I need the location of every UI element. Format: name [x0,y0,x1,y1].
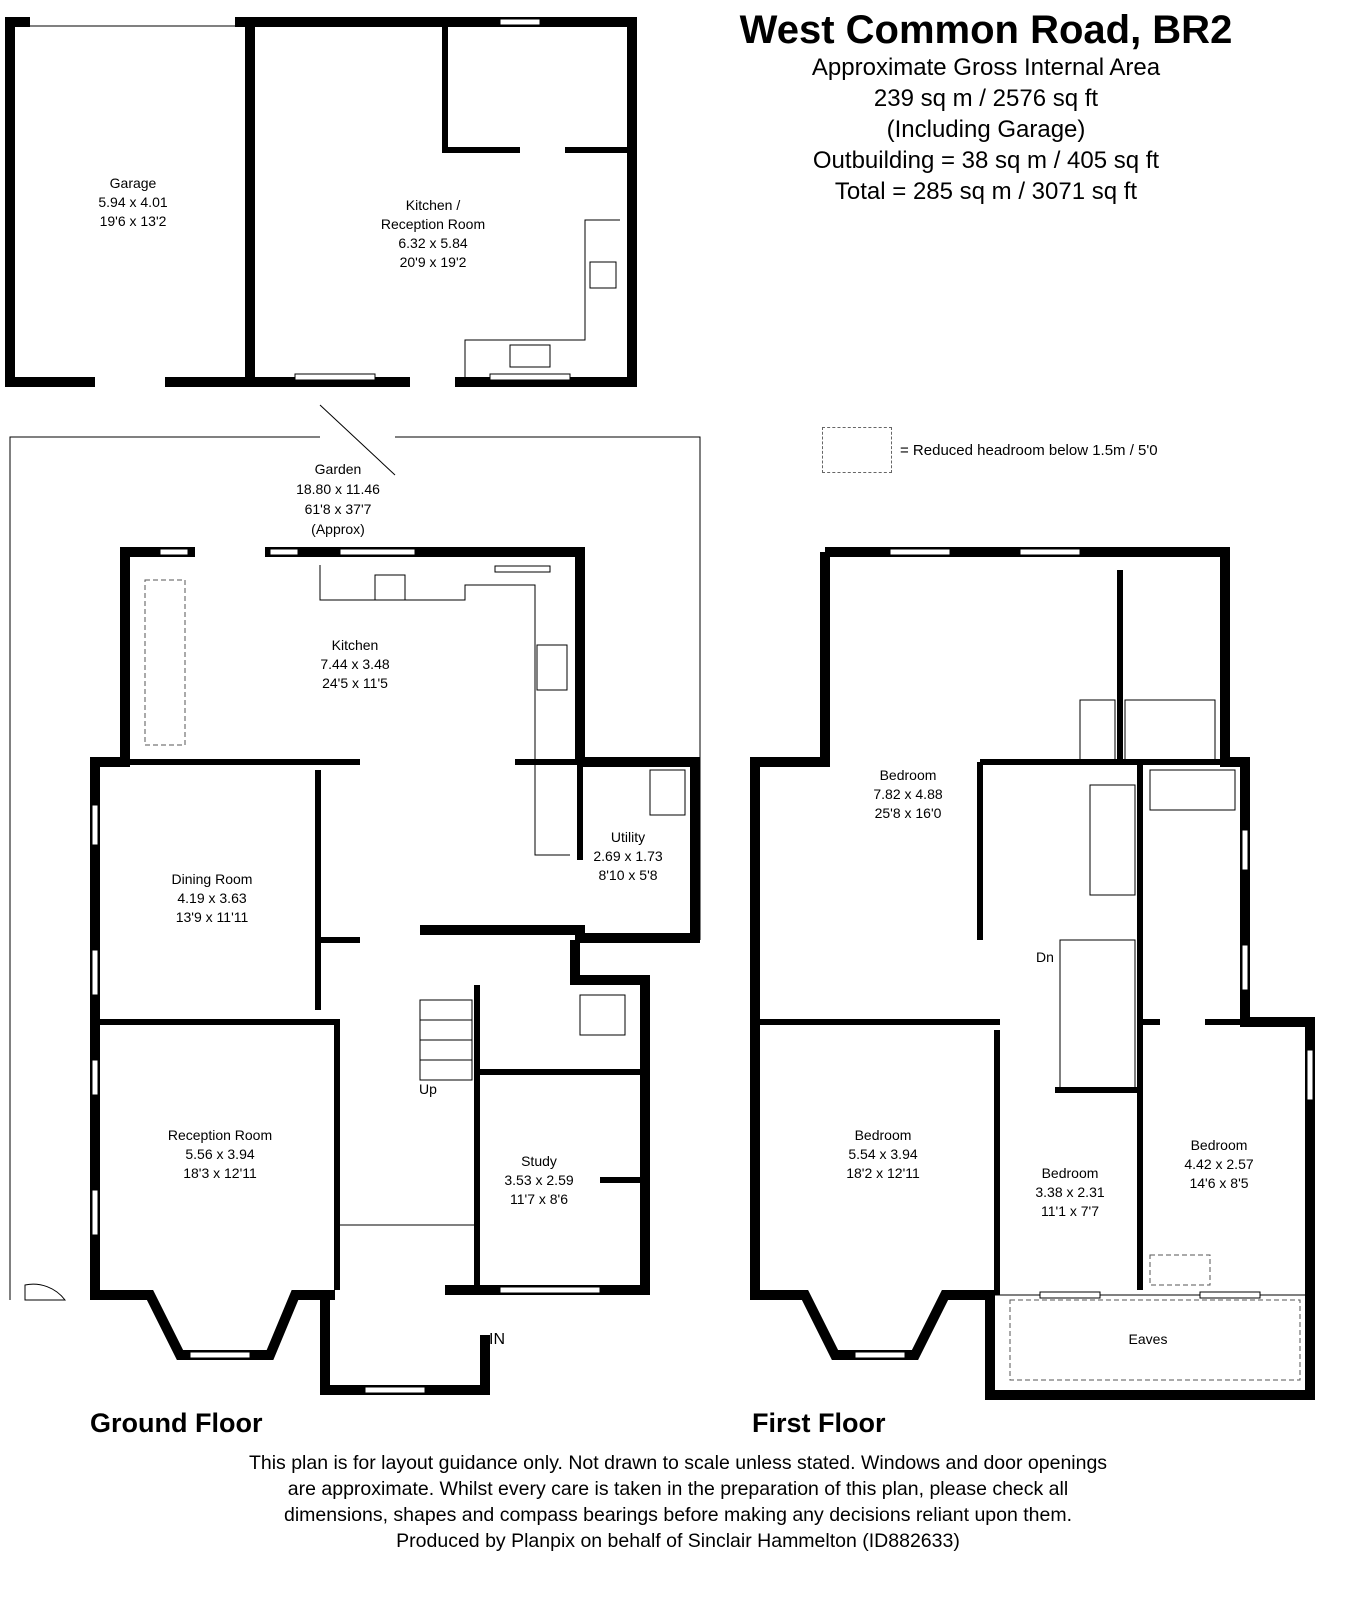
disclaimer: This plan is for layout guidance only. N… [0,1450,1356,1554]
entrance-label: IN [489,1331,505,1348]
stairs-down-label: Dn [1036,949,1054,965]
eaves-label: Eaves [1129,1331,1168,1347]
reduced-headroom-swatch [822,427,892,473]
legend-label: = Reduced headroom below 1.5m / 5'0 [900,441,1158,459]
area-line: (Including Garage) [886,116,1086,143]
area-line: 239 sq m / 2576 sq ft [873,85,1099,112]
area-line: Approximate Gross Internal Area [811,54,1161,81]
area-line: Total = 285 sq m / 3071 sq ft [834,178,1138,205]
area-line: Outbuilding = 38 sq m / 405 sq ft [812,147,1160,174]
stairs-up-label: Up [419,1081,437,1097]
disclaimer-line: are approximate. Whilst every care is ta… [287,1478,1069,1500]
disclaimer-line: This plan is for layout guidance only. N… [248,1452,1108,1474]
ground-floor-plan [24,547,700,1395]
first-floor-plan [750,547,1315,1400]
disclaimer-line: dimensions, shapes and compass bearings … [283,1504,1073,1526]
first-floor-title: First Floor [752,1408,886,1438]
ground-floor-title: Ground Floor [90,1408,263,1438]
property-title: West Common Road, BR2 [739,8,1233,52]
outbuilding [5,17,637,387]
disclaimer-line: Produced by Planpix on behalf of Sinclai… [396,1530,960,1552]
property-header: West Common Road, BR2 Approximate Gross … [716,8,1256,207]
headroom-legend: = Reduced headroom below 1.5m / 5'0 [822,427,1158,473]
